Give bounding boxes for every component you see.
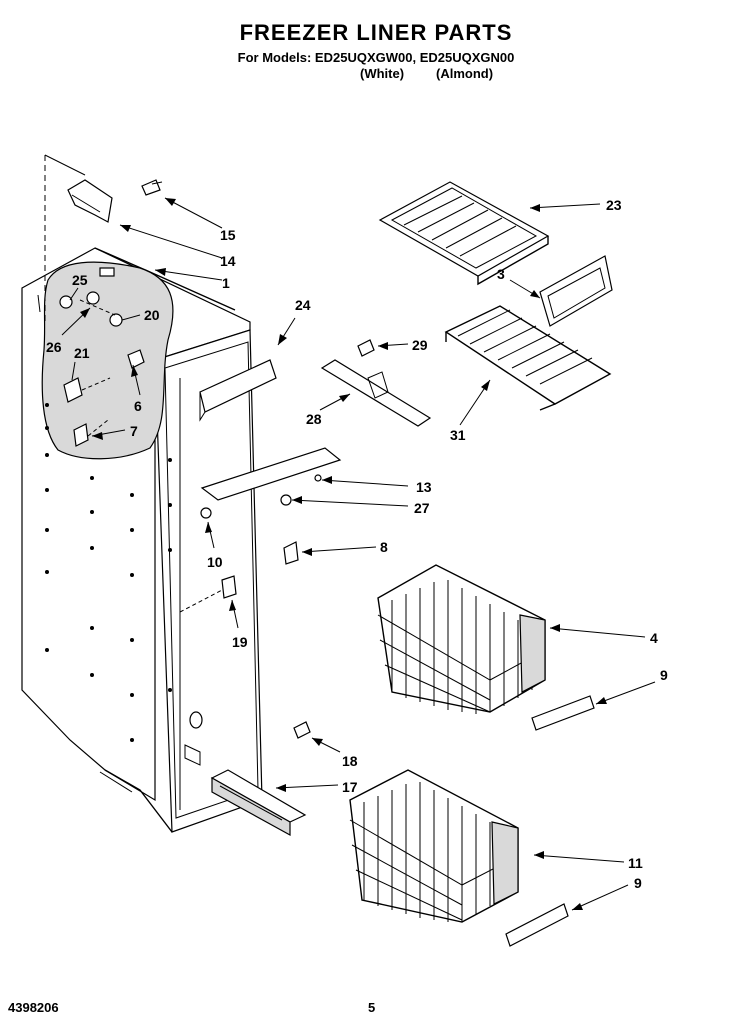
callout-11: 11 [628, 855, 643, 871]
callout-27: 27 [414, 500, 430, 516]
callout-23: 23 [606, 197, 622, 213]
part-3-shelf-glass [539, 255, 613, 327]
part-14-bracket [67, 179, 113, 223]
part-10-screw [200, 507, 212, 519]
part-11-lower-basket [349, 769, 519, 923]
part-8-bracket [283, 541, 299, 565]
callout-9-upper: 9 [660, 667, 668, 683]
variant-almond: (Almond) [436, 66, 494, 81]
callout-10: 10 [207, 554, 223, 570]
callout-6: 6 [134, 398, 142, 414]
part-24-light-shield [199, 359, 277, 422]
models-line: For Models: ED25UQXGW00, ED25UQXGN00 [237, 50, 515, 65]
callout-15: 15 [220, 227, 236, 243]
part-23-shelf [378, 181, 550, 286]
page-number: 5 [368, 1000, 376, 1015]
part-17-grille [210, 769, 307, 837]
callout-29: 29 [412, 337, 428, 353]
part-9-basket-trim-lower [505, 903, 569, 947]
callout-3: 3 [497, 266, 505, 282]
part-4-upper-basket [377, 564, 546, 714]
callout-9-lower: 9 [634, 875, 642, 891]
callout-20: 20 [144, 307, 160, 323]
callout-26: 26 [46, 339, 62, 355]
part-27-clip [280, 494, 292, 506]
callout-7: 7 [130, 423, 138, 439]
callout-8: 8 [380, 539, 388, 555]
part-29-screw [357, 339, 375, 357]
part-9-basket-trim-upper [531, 695, 595, 731]
callout-18: 18 [342, 753, 358, 769]
document-number: 4398206 [8, 1000, 59, 1015]
callout-24: 24 [295, 297, 311, 313]
callout-31: 31 [450, 427, 466, 443]
part-31-wire-shelf [444, 305, 612, 411]
callout-25: 25 [72, 272, 88, 288]
part-19-switch [221, 575, 237, 599]
callout-13: 13 [416, 479, 432, 495]
leader-lines [61, 197, 656, 911]
callout-21: 21 [74, 345, 90, 361]
page-title: FREEZER LINER PARTS [239, 20, 513, 45]
callout-19: 19 [232, 634, 248, 650]
part-18-screw [293, 721, 311, 739]
callout-28: 28 [306, 411, 322, 427]
callout-labels: 23 15 14 1 3 25 20 24 29 26 21 6 28 31 7… [46, 197, 668, 891]
callout-1: 1 [222, 275, 230, 291]
small-parts-cluster [37, 267, 145, 447]
callout-14: 14 [220, 253, 236, 269]
callout-17: 17 [342, 779, 358, 795]
part-15-screw [141, 179, 163, 196]
part-28-shelf-rail [320, 359, 432, 427]
part-13-cover-plate [200, 447, 342, 501]
variant-white: (White) [360, 66, 405, 81]
callout-4: 4 [650, 630, 658, 646]
